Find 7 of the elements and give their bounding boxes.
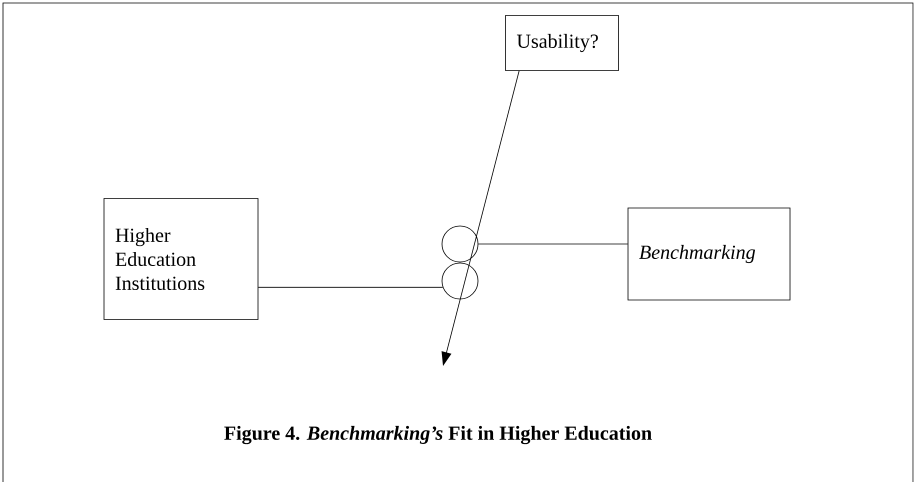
text-box: Usability? (505, 15, 619, 71)
figure-caption: Figure 4. Benchmarking’s Fit in Higher Education (224, 426, 652, 444)
text-box: Benchmarking (628, 208, 790, 300)
connector-line (258, 286, 444, 288)
junction-circle (442, 226, 478, 262)
junction-circle (442, 262, 478, 300)
text-box: Higher Education Institutions (104, 198, 258, 320)
